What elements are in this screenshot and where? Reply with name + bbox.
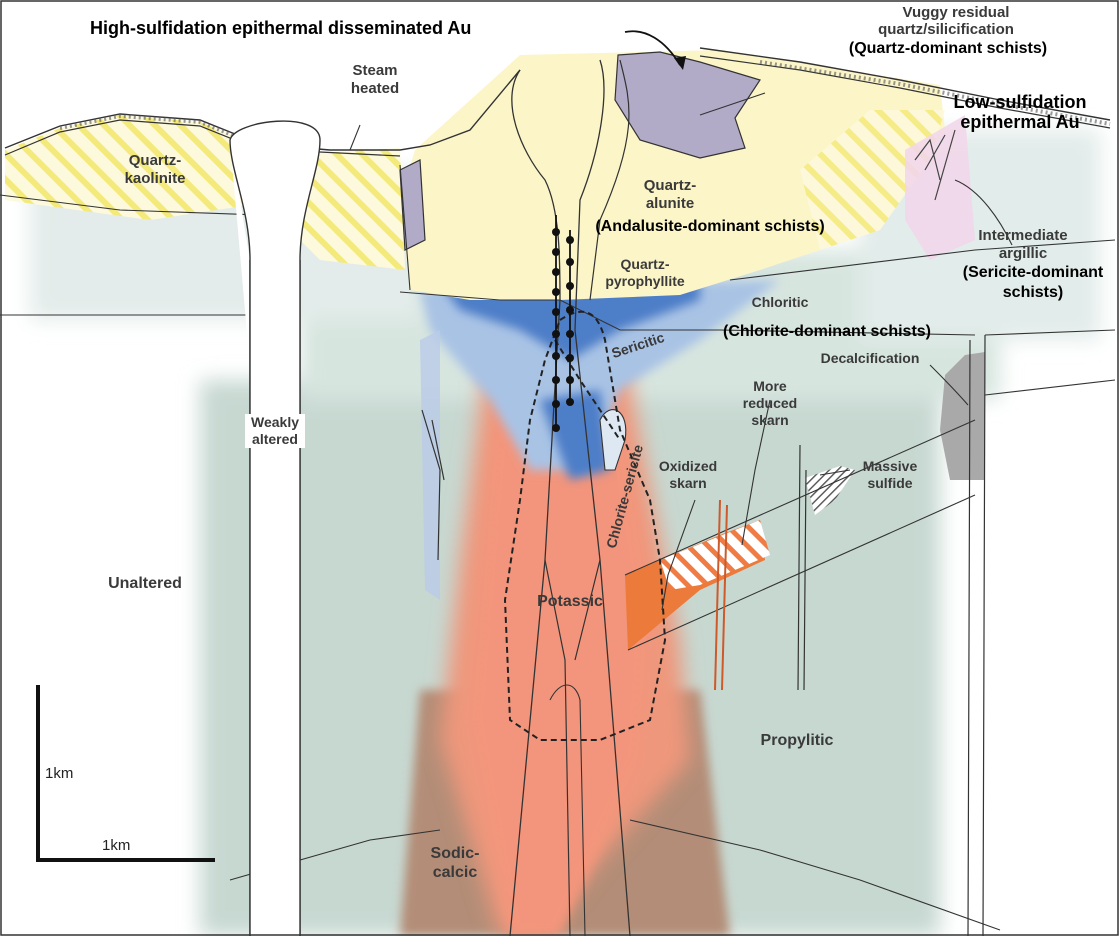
label-vuggy-2: quartz/silicification [826,21,1066,38]
label-chloritic: Chloritic [735,294,825,311]
label-sericite-schists-2: schists) [948,283,1118,302]
label-oxidized-1: Oxidized [648,458,728,475]
label-weakly-1: Weakly [245,414,305,431]
label-weakly-2: altered [245,431,305,448]
label-propylitic: Propylitic [742,732,852,749]
label-massive-1: Massive [850,458,930,475]
label-quartz-pyrophyllite-1: Quartz- [590,256,700,273]
label-quartz-alunite-1: Quartz- [625,177,715,194]
label-low-sulfidation-1: Low-sulfidation [922,92,1118,112]
label-steam-2: heated [340,80,410,97]
label-vuggy-1: Vuggy residual [856,4,1056,21]
label-reduced-1: More [730,378,810,395]
label-quartz-schists: (Quartz-dominant schists) [808,39,1088,58]
label-quartz-kaolinite-2: kaolinite [110,170,200,187]
label-unaltered: Unaltered [85,575,205,592]
label-oxidized-2: skarn [648,475,728,492]
label-andalusite-schists: (Andalusite-dominant schists) [550,217,870,236]
label-quartz-pyrophyllite-2: pyrophyllite [590,273,700,290]
label-low-sulfidation-2: epithermal Au [922,112,1118,132]
label-steam-1: Steam [340,62,410,79]
label-massive-2: sulfide [850,475,930,492]
scale-vertical-label: 1km [45,765,73,782]
label-quartz-alunite-2: alunite [625,195,715,212]
label-intermediate-1: Intermediate [968,227,1078,244]
label-intermediate-2: argillic [968,245,1078,262]
label-chlorite-schists: (Chlorite-dominant schists) [682,322,972,341]
label-sericite-schists-1: (Sericite-dominant [948,263,1118,282]
label-sodic-1: Sodic- [415,845,495,862]
scale-horizontal-label: 1km [102,837,130,854]
label-potassic: Potassic [520,593,620,610]
label-sodic-2: calcic [415,864,495,881]
label-quartz-kaolinite-1: Quartz- [110,152,200,169]
label-decalcification: Decalcification [790,350,950,367]
label-reduced-3: skarn [730,412,810,429]
label-high-sulfidation: High-sulfidation epithermal disseminated… [90,18,471,38]
label-reduced-2: reduced [730,395,810,412]
